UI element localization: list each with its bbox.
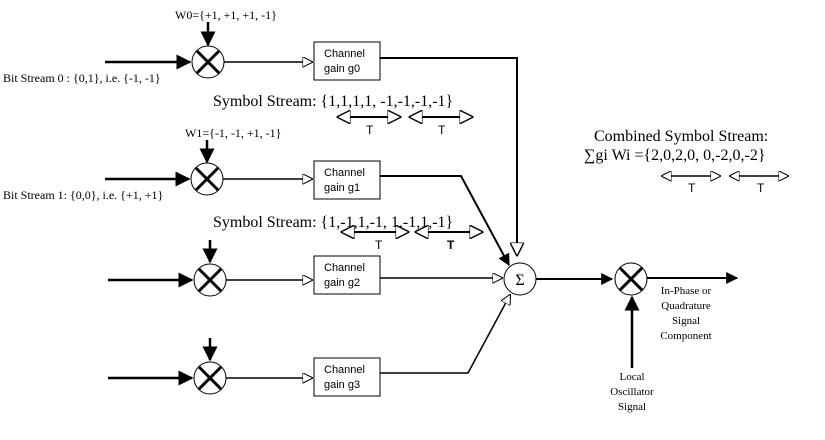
svg-text:Signal: Signal: [672, 315, 700, 327]
gain-to-summer-0: [380, 57, 517, 255]
svg-text:gain g2: gain g2: [324, 277, 360, 289]
channel-gain-box-1: Channel gain g1: [313, 160, 381, 200]
symbol-stream-1: Symbol Stream: {1,-1,1,-1, 1,-1,1,-1}: [213, 214, 453, 231]
channel-gain-box-2: Channel gain g2: [313, 255, 381, 295]
bit-stream-label-0: Bit Stream 0 : {0,1}, i.e. {-1, -1}: [3, 71, 161, 85]
sigma-symbol: Σ: [515, 272, 524, 289]
svg-text:Local: Local: [619, 371, 644, 383]
svg-text:Component: Component: [660, 330, 711, 342]
code-label-w1: W1={-1, -1, +1, -1}: [185, 126, 281, 140]
svg-text:gain g1: gain g1: [324, 182, 360, 194]
gain-to-summer-3: [380, 295, 510, 374]
svg-text:gain g3: gain g3: [324, 379, 360, 391]
oscillator-label: Local Oscillator Signal: [610, 371, 654, 413]
branch-0: W0={+1, +1, +1, -1} Bit Stream 0 : {0,1}…: [3, 8, 517, 255]
carrier-multiplier: [614, 262, 648, 296]
gain-to-summer-1: [380, 175, 510, 267]
branch-3: Channel gain g3: [108, 295, 510, 397]
multiplier-1: [190, 162, 224, 196]
period-label-0a: T: [366, 123, 374, 137]
combined-formula: ∑gi Wi ={2,0,2,0, 0,-2,0,-2}: [584, 147, 766, 164]
svg-text:Channel: Channel: [324, 167, 365, 179]
branch-1: W1={-1, -1, +1, -1} Bit Stream 1: {0,0},…: [3, 126, 510, 267]
svg-text:Channel: Channel: [324, 262, 365, 274]
multiplier-3: [193, 361, 227, 395]
symbol-stream-0: Symbol Stream: {1,1,1,1, -1,-1,-1,-1}: [213, 93, 453, 110]
channel-gain-box-3: Channel gain g3: [313, 357, 381, 397]
svg-text:Channel: Channel: [324, 364, 365, 376]
combined-period-label-b: T: [757, 181, 765, 195]
multiplier-2: [193, 263, 227, 297]
combined-stream: Combined Symbol Stream: ∑gi Wi ={2,0,2,0…: [584, 128, 788, 195]
code-label-w0: W0={+1, +1, +1, -1}: [175, 8, 277, 22]
bit-stream-label-1: Bit Stream 1: {0,0}, i.e. {+1, +1}: [3, 188, 163, 202]
svg-text:Oscillator: Oscillator: [610, 386, 654, 398]
output-label: In-Phase or Quadrature Signal Component: [660, 285, 711, 342]
combined-period-label-a: T: [688, 181, 696, 195]
svg-text:Quadrature: Quadrature: [661, 300, 711, 312]
branch-2: Channel gain g2: [108, 240, 502, 297]
period-label-1b: T: [447, 238, 455, 252]
period-label-0b: T: [438, 123, 446, 137]
svg-text:Channel: Channel: [324, 48, 365, 60]
period-label-1a: T: [375, 238, 383, 252]
channel-gain-box-0: Channel gain g0: [313, 41, 381, 81]
svg-text:Signal: Signal: [618, 401, 646, 413]
svg-text:In-Phase or: In-Phase or: [661, 285, 712, 297]
svg-text:gain g0: gain g0: [324, 63, 360, 75]
combined-title: Combined Symbol Stream:: [594, 128, 768, 145]
summer-node: Σ: [503, 262, 537, 296]
multiplier-0: [191, 45, 225, 79]
